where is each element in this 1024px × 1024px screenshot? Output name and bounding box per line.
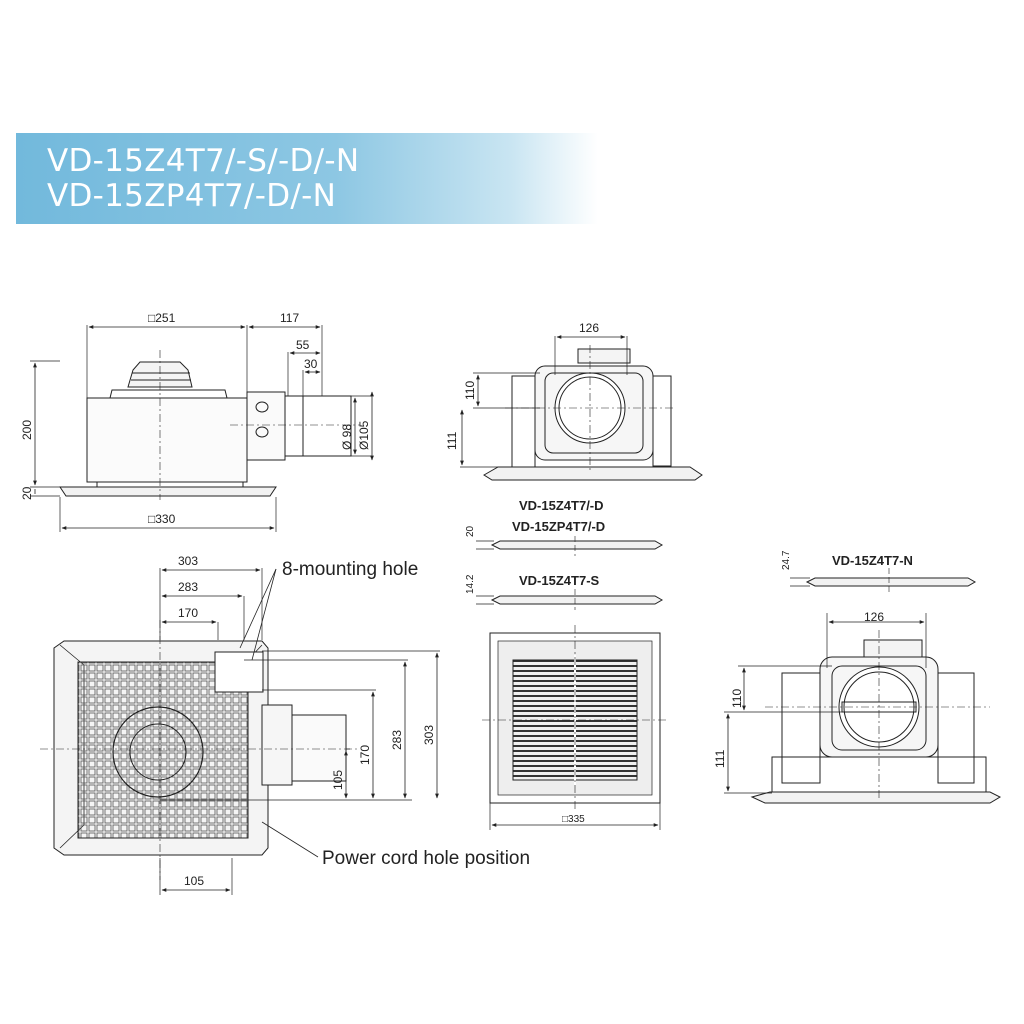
top-view — [40, 568, 440, 895]
dim-grille-square: □335 — [562, 814, 585, 825]
dim-side-grille-h: 20 — [20, 486, 34, 500]
dim-panel-s-thick: 14.2 — [465, 574, 476, 594]
dim-side-dia-98: Ø 98 — [340, 424, 354, 450]
model-panel-d-line2: VD-15ZP4T7/-D — [512, 519, 605, 534]
dim-panel-n-thick: 24.7 — [781, 550, 792, 570]
dim-top-right-303: 303 — [422, 725, 436, 745]
dim-top-170: 170 — [178, 606, 198, 620]
dim-side-height: 200 — [20, 420, 34, 440]
dim-side-duct-length: 117 — [280, 311, 299, 325]
model-panel-d-line1: VD-15Z4T7/-D — [519, 498, 604, 513]
dim-side-duct-55: 55 — [296, 338, 310, 352]
dim-n-front-width: 126 — [864, 610, 884, 624]
dim-top-bottom-105: 105 — [184, 874, 204, 888]
model-title-line-1: VD-15Z4T7/-S/-D/-N — [47, 143, 360, 179]
dim-n-front-lower: 111 — [713, 749, 727, 768]
dim-top-right-105: 105 — [331, 770, 345, 790]
front-view — [460, 335, 703, 481]
dim-side-grille-square: □330 — [148, 512, 176, 526]
label-power-cord: Power cord hole position — [322, 848, 530, 869]
dim-side-body-square: □251 — [148, 311, 176, 325]
dim-front-lower: 111 — [445, 431, 459, 450]
model-panel-s: VD-15Z4T7-S — [519, 573, 600, 588]
label-mounting-hole: 8-mounting hole — [282, 559, 418, 580]
title-banner — [16, 133, 598, 224]
n-front-view — [724, 613, 1002, 804]
dim-n-front-upper: 110 — [730, 689, 744, 708]
model-title-line-2: VD-15ZP4T7/-D/-N — [47, 178, 337, 214]
model-panel-n: VD-15Z4T7-N — [832, 553, 913, 568]
panel-profiles — [476, 536, 977, 610]
grille-face — [482, 625, 668, 830]
side-view — [30, 325, 374, 532]
dim-front-upper: 110 — [463, 381, 477, 400]
dim-front-width: 126 — [579, 321, 599, 335]
dim-top-303: 303 — [178, 554, 198, 568]
dim-top-283: 283 — [178, 580, 198, 594]
dim-panel-d-thick: 20 — [465, 525, 476, 537]
dim-side-dia-105: Ø105 — [357, 420, 371, 450]
dim-side-duct-30: 30 — [304, 357, 318, 371]
dim-top-right-283: 283 — [390, 730, 404, 750]
dim-top-right-170: 170 — [358, 745, 372, 765]
